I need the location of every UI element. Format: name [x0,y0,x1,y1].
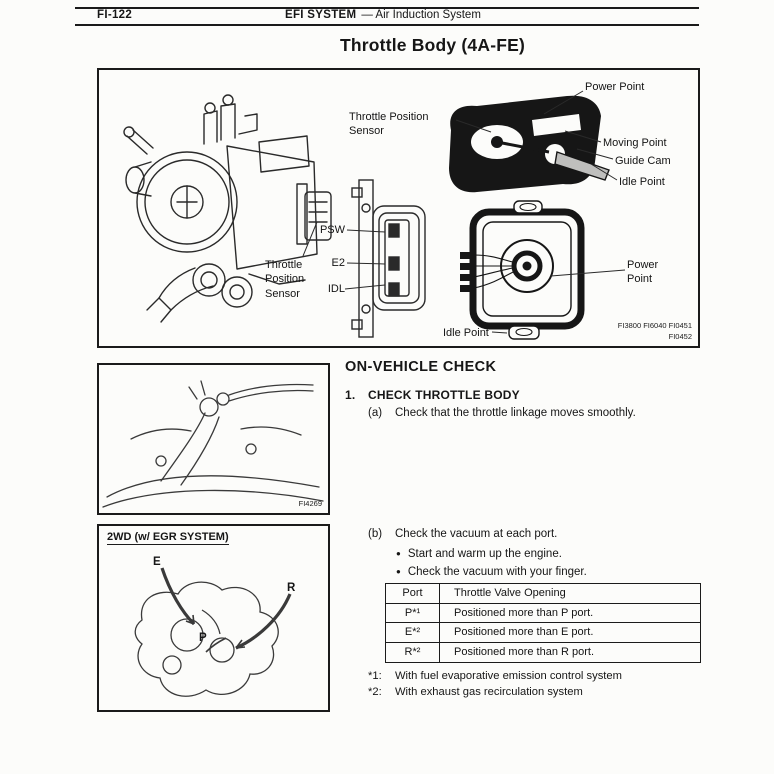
figure-throttle-body-overview: Power Point Throttle Position Sensor Mov… [97,68,700,348]
item-a-label: (a) [368,407,383,419]
figure-2wd-egr-system: 2WD (w/ EGR SYSTEM) E R P [97,524,330,712]
bullet-icon: ● [396,567,401,576]
label-idl-pin: IDL [327,283,345,295]
label-throttle-position-sensor-left: Throttle Position Sensor [265,259,305,300]
opening-cell: Positioned more than P port. [439,602,701,624]
label-port-r: R [287,582,296,594]
label-idle-point-right: Idle Point [619,176,665,188]
figure-code: FI4269 [298,499,322,509]
label-psw-pin: PSW [319,224,345,236]
figure-code-line2: FI0452 [668,332,692,342]
section-title: EFI SYSTEM [285,9,357,21]
page-title: Throttle Body (4A-FE) [340,35,526,55]
instruction-item-a: (a) Check that the throttle linkage move… [368,406,698,422]
egr-figure-title: 2WD (w/ EGR SYSTEM) [107,531,229,545]
port-cell: P*¹ [385,602,440,624]
throttle-body-illustration [123,94,332,323]
port-cell: E*² [385,622,440,643]
column-header-throttle-valve-opening: Throttle Valve Opening [439,583,701,604]
label-power-point-bottom: Power Point [627,259,659,286]
footnote-2-label: *2: [368,686,382,698]
egr-ports-illustration [134,567,292,697]
bullet-text: Check the vacuum with your finger. [407,566,587,578]
instruction-item-b: (b) Check the vacuum at each port. [368,527,698,543]
step-check-throttle-body: 1. CHECK THROTTLE BODY [345,388,520,402]
footnote-1: *1: With fuel evaporative emission contr… [368,670,622,682]
table-row: R*² Positioned more than R port. [385,641,701,663]
table-row: E*² Positioned more than E port. [385,622,701,643]
step-number: 1. [345,388,356,402]
label-throttle-position-sensor-mid: Throttle Position Sensor [349,111,429,138]
label-power-point-top: Power Point [585,81,645,93]
port-cell: R*² [385,641,440,663]
section-subtitle: — Air Induction System [361,9,481,21]
header-rule-bottom [75,24,699,26]
label-guide-cam: Guide Cam [615,155,671,167]
leader-lines [302,90,626,334]
throttle-linkage-illustration [102,380,324,508]
figure-code-line1: FI3800 FI6040 FI0451 [617,321,692,331]
label-e2-pin: E2 [331,257,345,269]
bullet-item: ● Start and warm up the engine. [396,548,562,560]
footnote-1-text: With fuel evaporative emission control s… [395,670,622,682]
bullet-text: Start and warm up the engine. [407,548,562,560]
vacuum-port-table: Port Throttle Valve Opening P*¹ Position… [385,583,701,663]
tps-sensor-bottom-illustration [460,200,585,340]
bullet-icon: ● [396,549,401,558]
opening-cell: Positioned more than E port. [439,622,701,643]
footnote-2: *2: With exhaust gas recirculation syste… [368,686,583,698]
opening-cell: Positioned more than R port. [439,641,701,663]
item-b-label: (b) [368,528,383,540]
figure-throttle-linkage: FI4269 [97,363,330,515]
item-b-text: Check the vacuum at each port. [395,528,558,540]
on-vehicle-check-heading: ON-VEHICLE CHECK [345,359,497,375]
footnote-1-label: *1: [368,670,382,682]
page-number: FI-122 [97,9,133,21]
table-header-row: Port Throttle Valve Opening [385,583,701,604]
section-header: EFI SYSTEM — Air Induction System [285,9,481,21]
label-moving-point: Moving Point [603,137,667,149]
label-idle-point-bottom: Idle Point [443,327,489,339]
bullet-item: ● Check the vacuum with your finger. [396,566,587,578]
label-port-p: P [199,632,207,644]
label-port-e: E [153,556,161,568]
table-row: P*¹ Positioned more than P port. [385,602,701,624]
tps-connector-illustration [351,179,426,338]
step-title: CHECK THROTTLE BODY [368,388,520,402]
footnote-2-text: With exhaust gas recirculation system [395,686,583,698]
header-rule-top [75,7,699,9]
column-header-port: Port [385,583,440,604]
item-a-text: Check that the throttle linkage moves sm… [395,407,636,419]
